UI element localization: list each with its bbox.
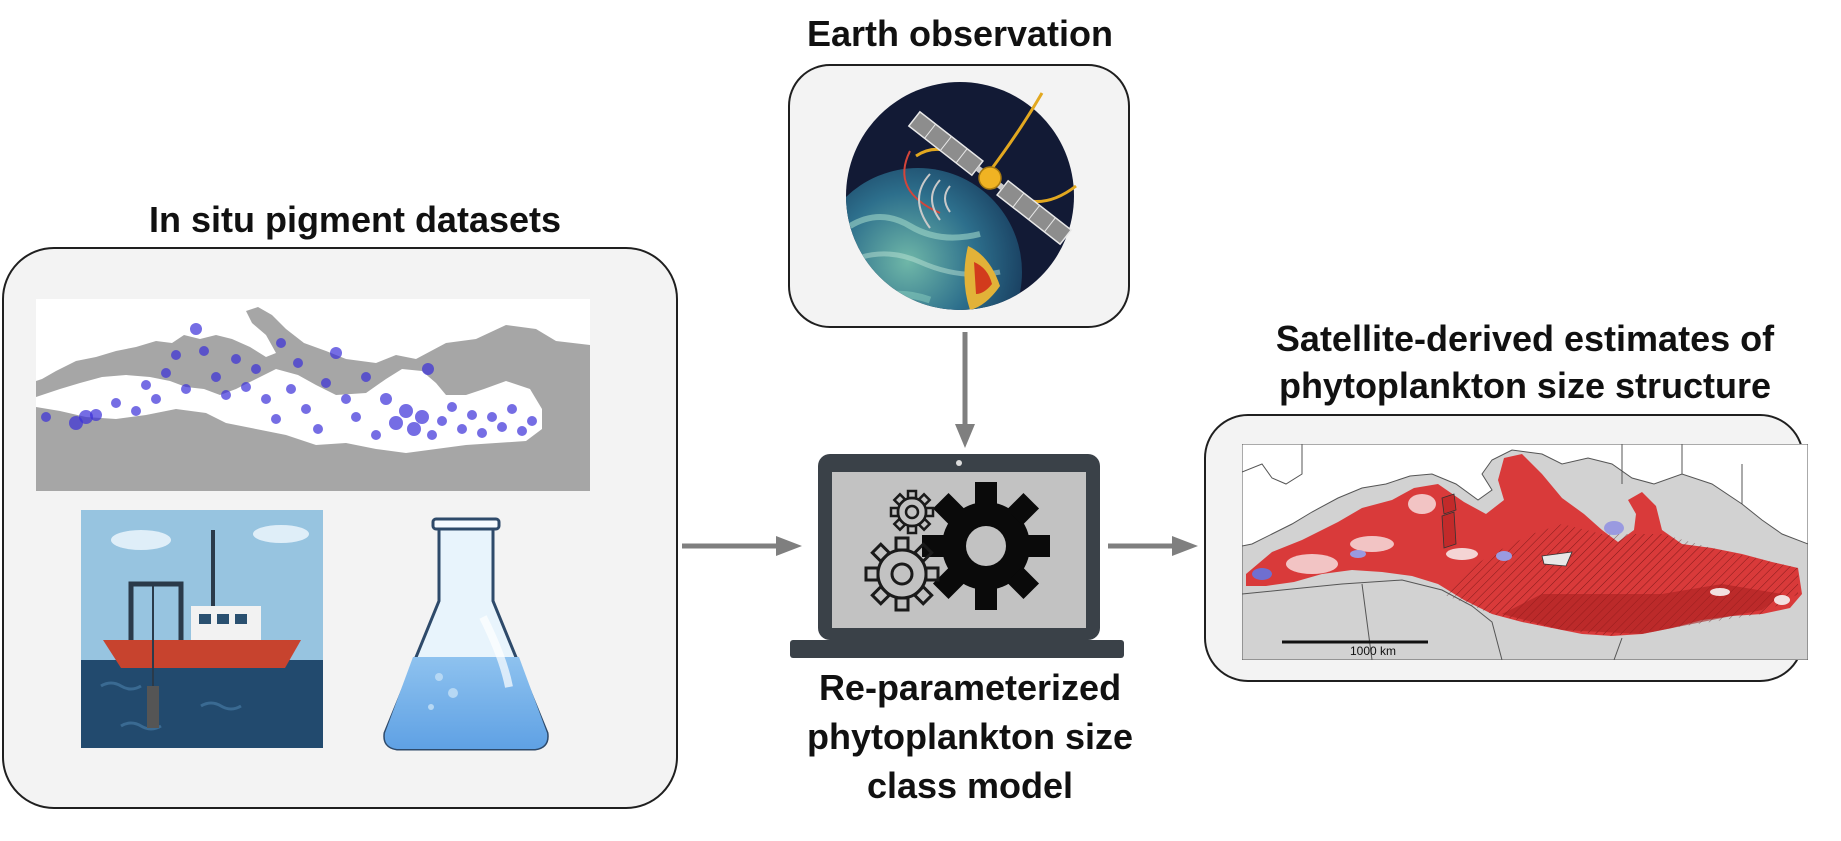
arrow-in-situ-to-model — [682, 536, 802, 556]
output-title-line-1: Satellite-derived estimates of — [1275, 318, 1775, 359]
arrow-earth-observation-to-model — [955, 332, 975, 448]
research-vessel-icon — [81, 510, 323, 748]
arrow-model-to-output — [1108, 536, 1198, 556]
satellite-earth-icon — [846, 82, 1077, 310]
earth-observation-panel — [788, 64, 1130, 328]
sampling-stations-map-icon — [36, 299, 590, 491]
model-title-line-1: Re-parameterized — [818, 667, 1122, 708]
model-title: Re-parameterized phytoplankton size clas… — [770, 664, 1170, 811]
laptop-gears-icon — [790, 454, 1124, 658]
in-situ-title: In situ pigment datasets — [148, 199, 562, 240]
output-title-line-2: phytoplankton size structure — [1278, 364, 1772, 406]
model-title-line-3: class model — [866, 764, 1074, 806]
output-title: Satellite-derived estimates of phytoplan… — [1230, 316, 1820, 410]
model-title-line-2: phytoplankton size — [806, 715, 1134, 757]
earth-observation-title: Earth observation — [806, 13, 1114, 54]
in-situ-panel — [2, 247, 678, 809]
scale-bar-label: 1000 km — [1349, 644, 1397, 658]
station-dots — [41, 323, 537, 440]
mediterranean-map-icon — [1242, 444, 1808, 660]
lab-flask-icon — [383, 517, 549, 751]
output-panel: 1000 km — [1204, 414, 1808, 682]
